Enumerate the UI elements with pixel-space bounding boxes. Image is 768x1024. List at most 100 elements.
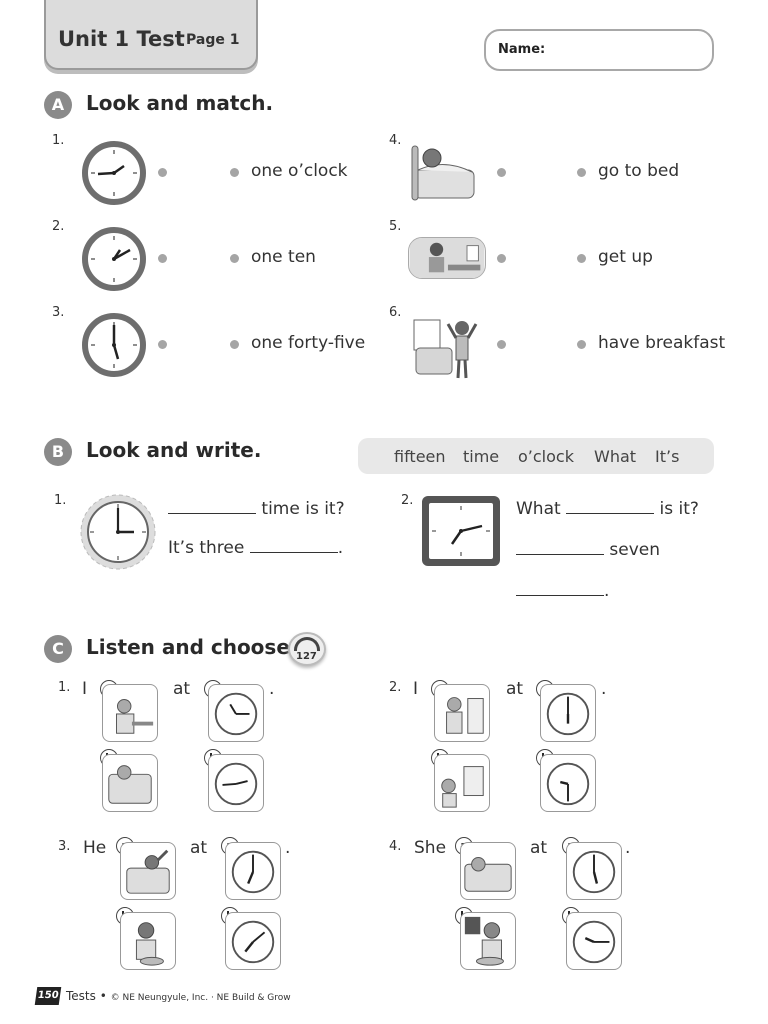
section-b-title: Look and write. <box>86 438 262 462</box>
match-dot[interactable] <box>230 254 239 263</box>
sentence-at: at <box>506 679 524 699</box>
item-number: 4. <box>389 133 402 148</box>
activity-phrase: go to bed <box>598 161 680 181</box>
get-up-picture <box>408 237 486 279</box>
item-number: 2. <box>389 680 402 695</box>
sentence-at: at <box>190 838 208 858</box>
item-number: 1. <box>52 133 65 148</box>
clock-option-picture[interactable] <box>225 842 281 900</box>
match-dot[interactable] <box>577 254 586 263</box>
activity-option-picture[interactable] <box>120 912 176 970</box>
match-dot[interactable] <box>158 254 167 263</box>
question-b2-line2: seven <box>516 540 660 560</box>
match-dot[interactable] <box>158 340 167 349</box>
match-dot[interactable] <box>230 340 239 349</box>
track-number: 127 <box>296 651 317 662</box>
item-number: 2. <box>52 219 65 234</box>
bank-word: time <box>463 447 500 466</box>
time-phrase: one o’clock <box>251 161 348 181</box>
go-to-bed-picture <box>408 140 480 206</box>
wall-clock-icon <box>80 494 156 570</box>
digital-clock-icon <box>422 496 500 566</box>
item-number: 2. <box>401 493 414 508</box>
match-dot[interactable] <box>497 340 506 349</box>
footer-text: Tests • © NE Neungyule, Inc. · NE Build … <box>66 989 291 1003</box>
match-dot[interactable] <box>158 168 167 177</box>
question-text: It’s three <box>168 538 245 558</box>
have-breakfast-picture <box>410 316 482 382</box>
sentence-end: . <box>601 679 607 699</box>
header-tab <box>44 0 258 70</box>
activity-phrase: get up <box>598 247 653 267</box>
audio-track-icon[interactable]: 127 <box>288 632 326 666</box>
clock-option-picture[interactable] <box>566 842 622 900</box>
activity-option-picture[interactable] <box>434 754 490 812</box>
footer-copyright: © NE Neungyule, Inc. · NE Build & Grow <box>110 993 291 1003</box>
section-b-badge: B <box>44 438 72 466</box>
activity-option-picture[interactable] <box>434 684 490 742</box>
sentence-end: . <box>625 838 631 858</box>
name-label: Name: <box>498 42 546 57</box>
question-text: seven <box>609 540 661 560</box>
match-dot[interactable] <box>577 168 586 177</box>
word-bank: fifteen time o’clock What It’s <box>358 438 714 474</box>
sentence-end: . <box>285 838 291 858</box>
match-dot[interactable] <box>577 340 586 349</box>
sentence-at: at <box>173 679 191 699</box>
clock-option-picture[interactable] <box>208 684 264 742</box>
clock-option-picture[interactable] <box>225 912 281 970</box>
item-number: 5. <box>389 219 402 234</box>
item-number: 1. <box>58 680 71 695</box>
clock-option-picture[interactable] <box>540 684 596 742</box>
question-text: is it? <box>659 499 699 519</box>
clock-option-picture[interactable] <box>540 754 596 812</box>
sentence-end: . <box>269 679 275 699</box>
sentence-subject: I <box>82 679 88 699</box>
bank-word: It’s <box>655 447 680 466</box>
activity-option-picture[interactable] <box>120 842 176 900</box>
bank-word: o’clock <box>518 447 574 466</box>
item-number: 6. <box>389 305 402 320</box>
activity-option-picture[interactable] <box>102 684 158 742</box>
match-dot[interactable] <box>230 168 239 177</box>
answer-blank[interactable] <box>249 552 338 553</box>
answer-blank[interactable] <box>516 595 604 596</box>
page-number-badge: 150 <box>34 987 62 1005</box>
answer-blank[interactable] <box>566 513 655 514</box>
question-b2-line1: What is it? <box>516 499 699 519</box>
page-title: Unit 1 Test <box>58 27 185 51</box>
section-a-title: Look and match. <box>86 91 274 115</box>
item-number: 3. <box>58 839 71 854</box>
period: . <box>337 538 344 558</box>
activity-option-picture[interactable] <box>460 912 516 970</box>
section-c-title: Listen and choose. <box>86 635 298 659</box>
clock-option-picture[interactable] <box>566 912 622 970</box>
sentence-at: at <box>530 838 548 858</box>
bank-word: fifteen <box>394 447 446 466</box>
question-text: time is it? <box>261 499 345 519</box>
section-a-badge: A <box>44 91 72 119</box>
sentence-subject: I <box>413 679 419 699</box>
footer-label: Tests <box>66 989 96 1003</box>
activity-option-picture[interactable] <box>460 842 516 900</box>
question-text: What <box>516 499 561 519</box>
time-phrase: one forty-five <box>251 333 366 353</box>
question-b2-line3: . <box>516 581 609 601</box>
headphones-icon <box>294 637 320 651</box>
activity-option-picture[interactable] <box>102 754 158 812</box>
item-number: 3. <box>52 305 65 320</box>
question-b1-line2: It’s three . <box>168 538 343 558</box>
page-label: Page 1 <box>186 32 240 48</box>
section-c-badge: C <box>44 635 72 663</box>
question-b1-line1: time is it? <box>168 499 345 519</box>
answer-blank[interactable] <box>516 554 604 555</box>
activity-phrase: have breakfast <box>598 333 726 353</box>
match-dot[interactable] <box>497 254 506 263</box>
clock-option-picture[interactable] <box>208 754 264 812</box>
match-dot[interactable] <box>497 168 506 177</box>
answer-blank[interactable] <box>168 513 256 514</box>
name-field[interactable]: Name: <box>484 29 714 71</box>
item-number: 4. <box>389 839 402 854</box>
item-number: 1. <box>54 493 67 508</box>
bank-word: What <box>594 447 637 466</box>
